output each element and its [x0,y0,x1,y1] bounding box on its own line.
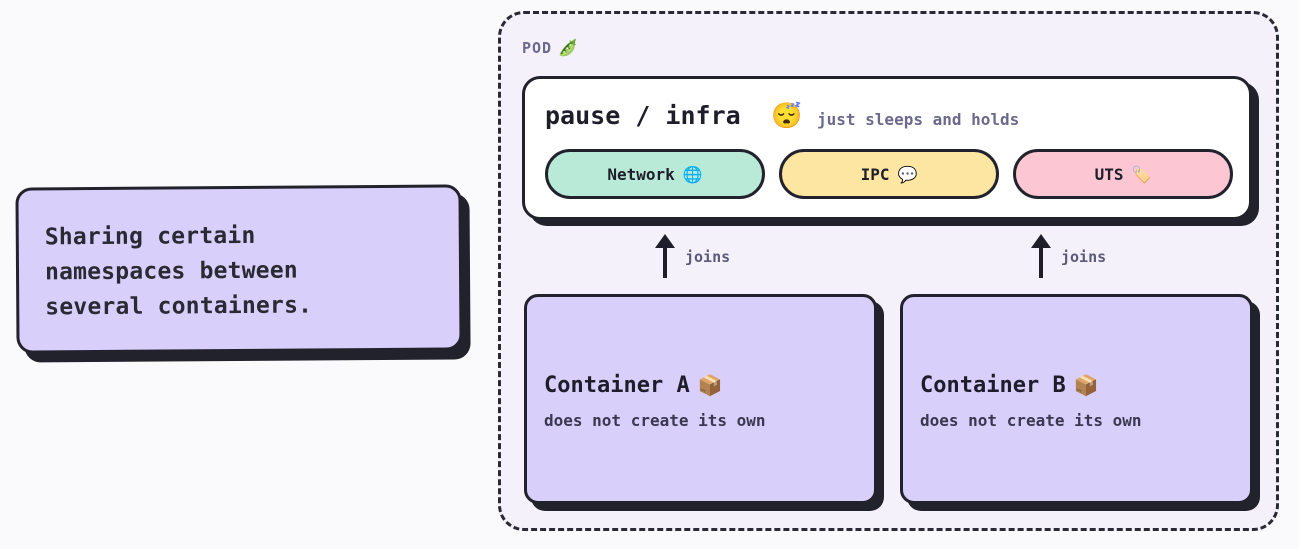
arrow-shaft [663,244,667,278]
namespace-uts: UTS 🏷️ [1013,149,1233,199]
pause-container: pause / infra 😴 just sleeps and holds Ne… [522,76,1252,220]
container-b-title: Container B 📦 [920,373,1099,398]
joins-arrow-b: joins [1031,234,1151,280]
container-a-subtitle: does not create its own [544,411,766,430]
pea-pod-icon: 🫛 [558,38,580,57]
globe-icon: 🌐 [682,164,703,184]
container-a: Container A 📦 does not create its own [524,294,877,504]
namespace-ipc: IPC 💬 [779,149,999,199]
container-a-title-text: Container A [544,373,690,398]
sleeping-face-icon: 😴 [771,101,803,130]
namespace-network-label: Network [607,164,675,184]
explanation-note: Sharing certain namespaces between sever… [15,184,463,354]
namespace-uts-label: UTS [1094,164,1124,184]
container-b: Container B 📦 does not create its own [900,294,1253,504]
arrow-shaft [1039,244,1043,278]
pod-label-text: POD [522,39,553,57]
pod-label: POD 🫛 [522,38,579,57]
speech-bubble-icon: 💬 [897,164,918,184]
arrow-up-icon [655,234,675,248]
pause-title: pause / infra [545,101,741,130]
joins-label-a: joins [685,248,731,266]
arrow-up-icon [1031,234,1051,248]
package-icon: 📦 [697,373,723,397]
container-b-title-text: Container B [920,373,1066,398]
namespace-ipc-label: IPC [860,164,890,184]
label-tag-icon: 🏷️ [1131,164,1152,184]
container-a-title: Container A 📦 [544,373,723,398]
joins-arrow-a: joins [655,234,775,280]
pause-subtitle: just sleeps and holds [817,110,1020,129]
namespace-network: Network 🌐 [545,149,765,199]
explanation-text: Sharing certain namespaces between sever… [44,222,313,321]
package-icon: 📦 [1073,373,1099,397]
joins-label-b: joins [1061,248,1107,266]
container-b-subtitle: does not create its own [920,411,1142,430]
